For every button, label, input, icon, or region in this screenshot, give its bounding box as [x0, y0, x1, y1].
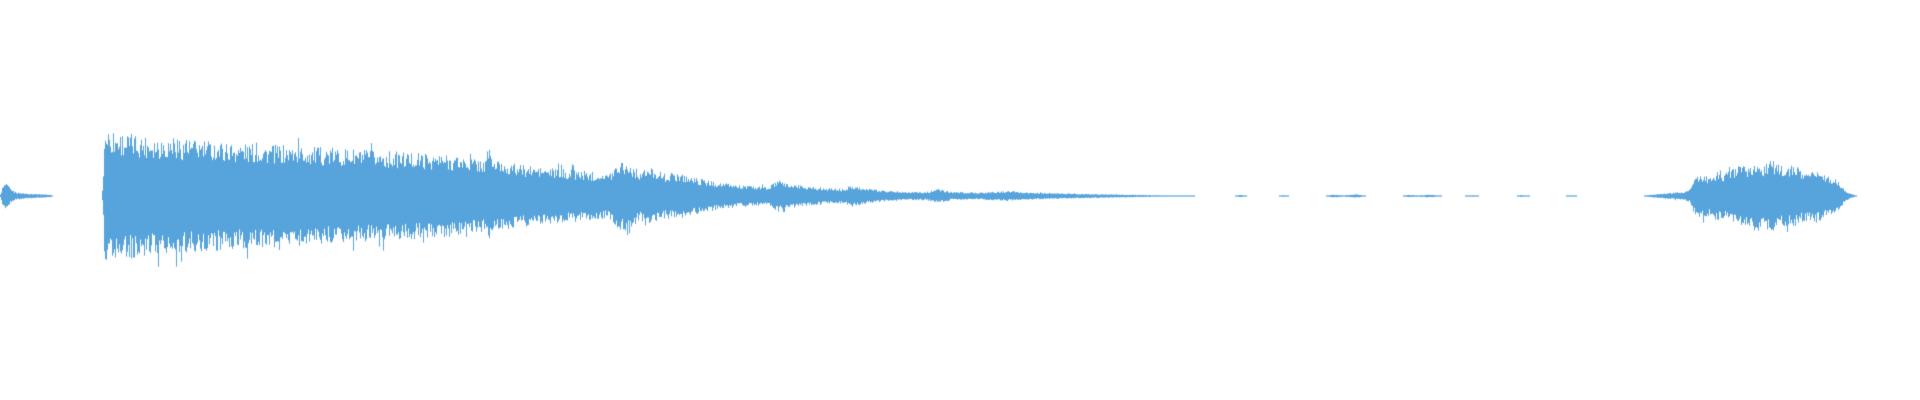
waveform-canvas — [0, 0, 1920, 400]
waveform-display — [0, 0, 1920, 400]
